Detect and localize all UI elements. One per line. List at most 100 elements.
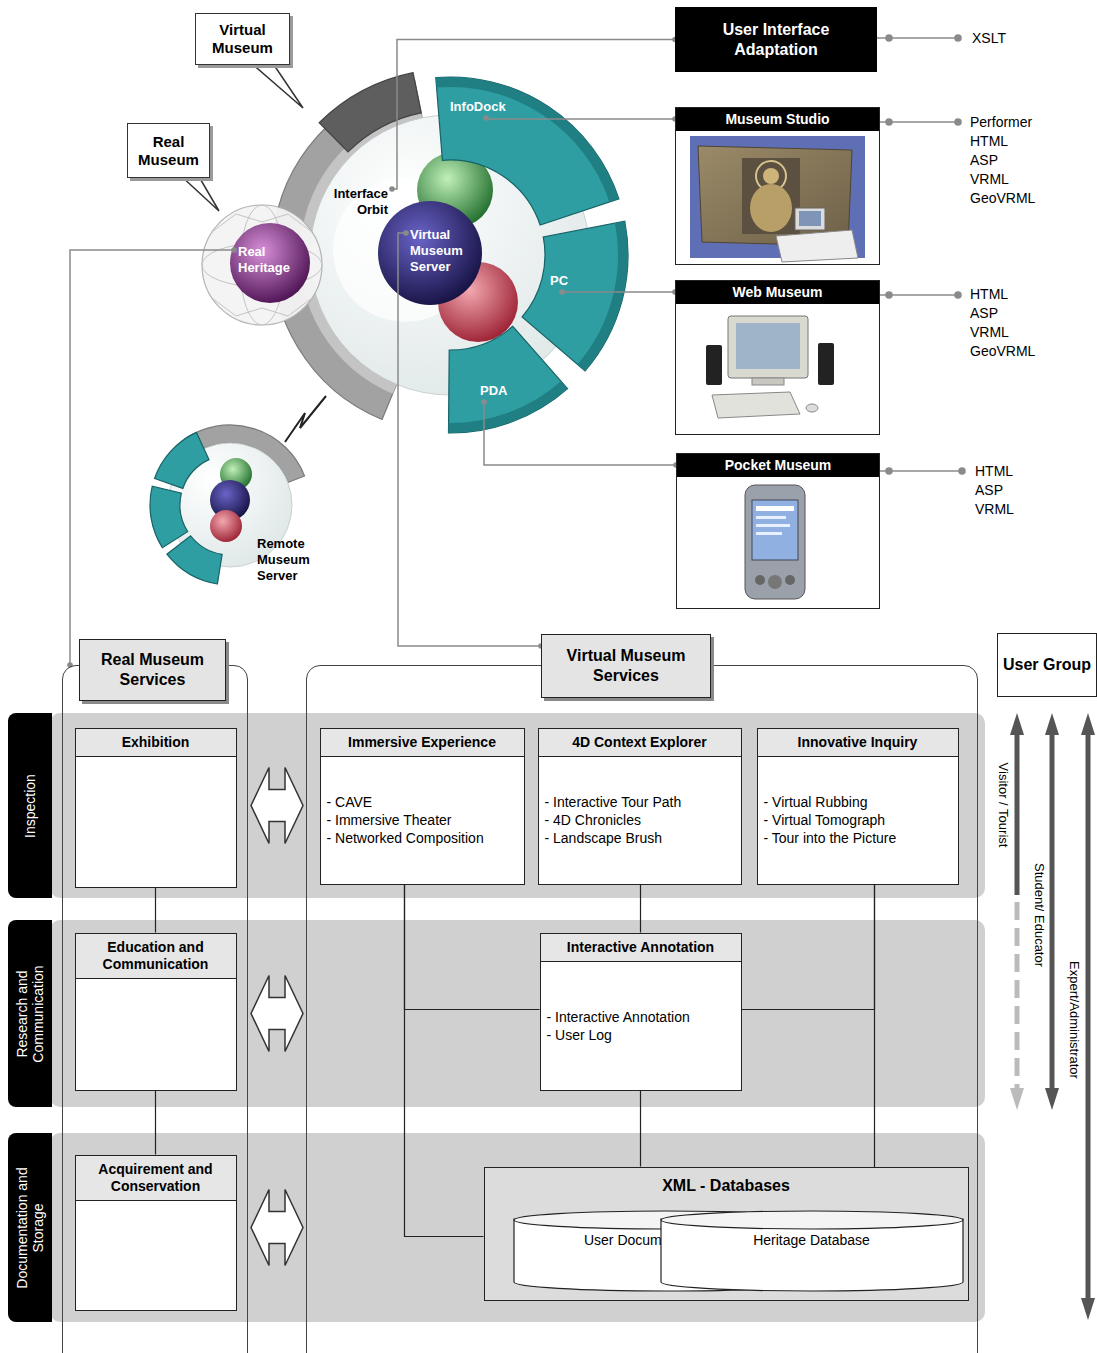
box-header: Innovative Inquiry [758,729,958,757]
illustration-label-text: PDA [480,383,514,399]
pda-picture [785,575,795,585]
band-tab: Research and Communication [8,920,52,1107]
service-box: Exhibition [75,728,237,888]
technology-label: VRML [970,170,1009,189]
box-title: Museum Studio [680,111,875,128]
user-group-box: User Group [997,633,1097,697]
museum-studio-picture [776,230,858,262]
pda-picture [756,506,794,511]
box-title: Education and Communication [80,939,232,973]
cylinder-outline [660,1210,964,1292]
box-header: Education and Communication [76,934,236,979]
illustration-label-text: Virtual Museum Server [410,227,466,275]
group-title-bar: XML - Databases [485,1168,968,1196]
client-box: Pocket Museum [676,453,880,609]
museum-studio-picture [698,146,852,246]
infodock-segment [449,326,568,433]
infodock-segment [577,221,628,371]
box-header: 4D Context Explorer [539,729,741,757]
box-title: Web Museum [680,284,875,301]
connector-line [155,888,156,933]
database-group: User Document DatabaseHeritage DatabaseX… [484,1167,969,1301]
layer-band-fill [50,713,985,1322]
box-title: Pocket Museum [681,457,875,474]
client-box: Web Museum [675,280,880,435]
illustration-label: Virtual Museum Server [406,224,470,278]
computer-picture [806,404,818,412]
illustration-label: PC [546,270,578,292]
box-title: Interactive Annotation [545,939,737,956]
connector-line [392,40,675,190]
computer-picture [752,378,784,385]
computer-picture [712,392,800,418]
illustration-label-text: PC [550,273,574,289]
box-title: User Interface Adaptation [685,20,867,60]
box-body: - CAVE- Immersive Theater- Networked Com… [321,757,524,884]
box-title: Acquirement and Conservation [80,1161,232,1195]
technology-label: GeoVRML [970,342,1035,361]
list-item: - Immersive Theater [327,811,518,829]
double-block-arrow [251,768,303,844]
remote-segment [155,432,209,488]
connector-line [70,250,234,665]
list-item: - Landscape Brush [545,829,735,847]
box-title: Innovative Inquiry [762,734,954,751]
leader-line [955,292,961,298]
virtual-museum-sphere [378,201,482,305]
box-title: Real Museum [132,133,205,169]
technology-label: ASP [975,481,1003,500]
band-title: Documentation and Storage [14,1148,46,1307]
technology-label: VRML [975,500,1014,519]
connector-line [155,1091,156,1155]
band-tab: Inspection [8,713,52,898]
user-group-label: Student/ Educator [1032,863,1047,967]
box-title: 4D Context Explorer [543,734,737,751]
user-group-label: Visitor / Tourist [996,763,1011,848]
infodock-segment [436,77,619,225]
technology-label: ASP [970,151,998,170]
box-title: Exhibition [80,734,232,751]
group-title: Virtual Museum Services [548,646,704,686]
pda-picture [756,532,782,535]
service-box: Interactive Annotation - Interactive Anno… [540,933,742,1091]
connector-line [640,885,641,933]
leader-line [955,35,961,41]
illustration-label: Interface Orbit [322,183,392,221]
computer-picture [706,345,722,385]
technology-label: HTML [970,285,1008,304]
infodock-segment [522,221,628,371]
list-item: - Interactive Tour Path [545,793,735,811]
box-header: Immersive Experience [321,729,524,757]
user-group-arrow [1010,713,1024,735]
museum-studio-picture [690,136,865,262]
cylinder-body [661,1219,963,1291]
computer-picture [706,316,834,418]
callout-box: Real Museum [127,123,210,178]
group-title: XML - Databases [485,1176,968,1196]
adaptation-box: User Interface Adaptation [675,7,877,72]
double-block-arrow [251,1190,303,1266]
remote-sphere [210,510,242,542]
user-group-arrow [1086,733,1091,1300]
pda-picture [768,575,782,589]
illustration-label-text: InfoDock [450,99,522,115]
double-block-arrow [251,976,303,1052]
connector-line [405,885,484,1237]
service-box: Immersive Experience- CAVE- Immersive Th… [320,728,525,885]
museum-studio-picture [763,168,779,184]
service-group-tab: Real Museum Services [79,639,226,701]
box-body: - Virtual Rubbing- Virtual Tomograph- To… [758,757,958,884]
leader-line [959,468,965,474]
museum-studio-picture [742,158,800,234]
connector-line [486,118,675,119]
box-body: - Interactive Annotation- User Log [541,962,741,1090]
technology-label: GeoVRML [970,189,1035,208]
user-group-label: Expert/Administrator [1067,961,1082,1079]
museum-studio-picture [795,208,825,230]
illustration-label-text: Interface Orbit [326,186,388,218]
user-group-arrow [1015,733,1020,895]
user-group-arrow [1050,733,1055,1090]
list-item: - CAVE [327,793,518,811]
technology-label: VRML [970,323,1009,342]
list-item: - User Log [547,1026,735,1044]
